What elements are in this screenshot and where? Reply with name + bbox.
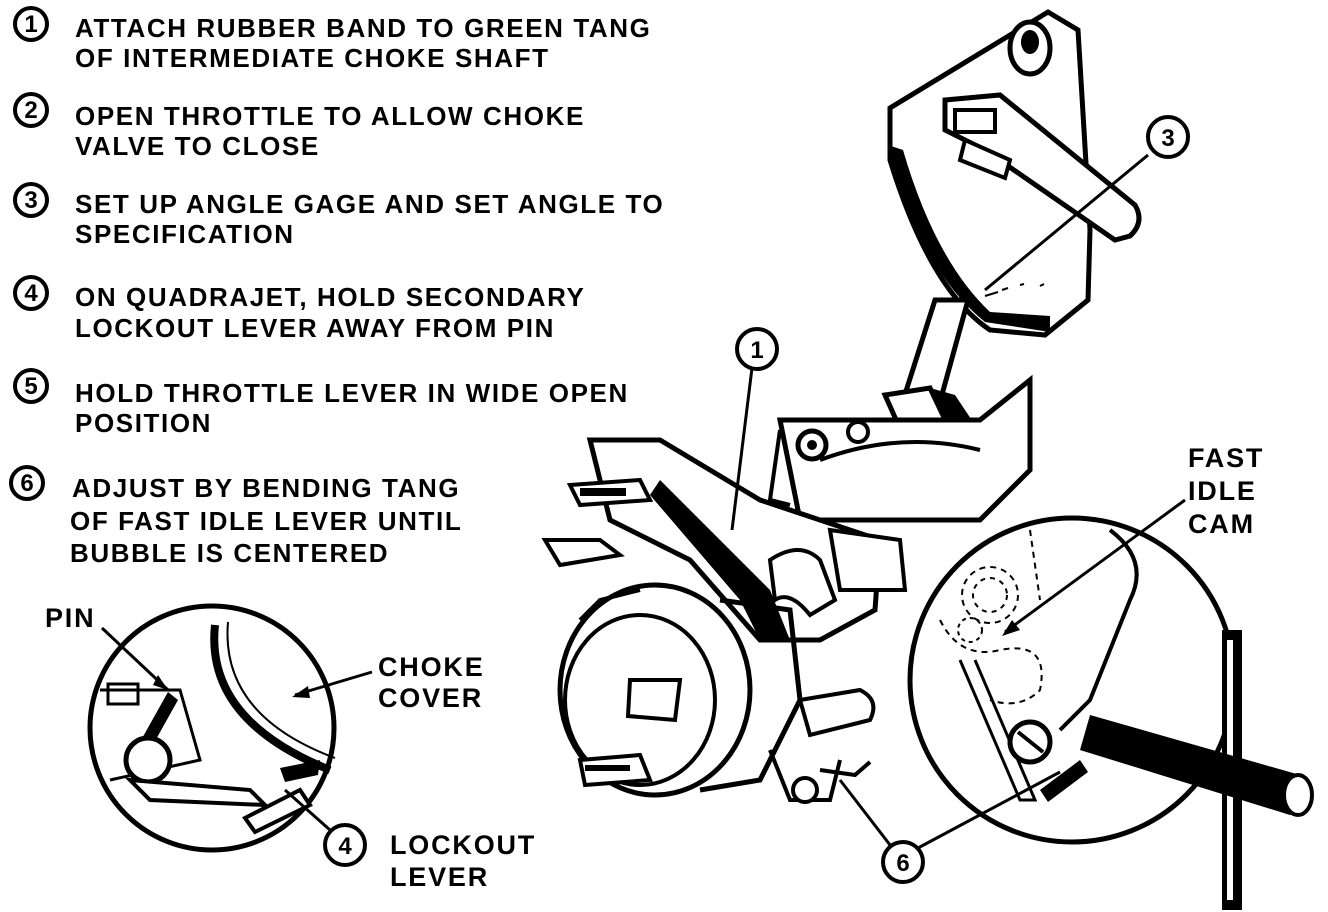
- step-3: 3 SET UP ANGLE GAGE AND SET ANGLE TO SPE…: [13, 182, 664, 249]
- label-fast-idle-cam-line-1: FAST: [1188, 443, 1264, 473]
- callout-circle: [1146, 115, 1190, 159]
- step-5: 5 HOLD THROTTLE LEVER IN WIDE OPEN POSIT…: [13, 368, 629, 438]
- label-pin: PIN: [45, 603, 95, 633]
- fast-idle-detail-view: [907, 515, 1237, 845]
- step-number: 5: [24, 373, 37, 400]
- step-list: 1 ATTACH RUBBER BAND TO GREEN TANG OF IN…: [9, 6, 664, 568]
- pin: [140, 692, 178, 750]
- step-number-circle: [13, 6, 49, 42]
- step-text-line-2: VALVE TO CLOSE: [75, 131, 320, 161]
- callout-circle: [735, 327, 779, 371]
- tool-shaft: [1080, 715, 1311, 815]
- step-number-circle: [13, 275, 49, 311]
- step-number: 4: [24, 280, 38, 307]
- step-number: 1: [24, 11, 37, 38]
- callout-number: 3: [1161, 125, 1174, 152]
- step-text-line-1: OPEN THROTTLE TO ALLOW CHOKE: [75, 101, 585, 131]
- throttle-tab: [541, 538, 625, 568]
- step-number-circle: [13, 92, 49, 128]
- step-text-line-2: POSITION: [75, 408, 212, 438]
- step-number: 3: [24, 187, 37, 214]
- step-4: 4 ON QUADRAJET, HOLD SECONDARY LOCKOUT L…: [13, 275, 585, 343]
- lockout-detail-view: [87, 603, 337, 853]
- gage-knob-center: [1021, 30, 1039, 54]
- callout-leader: [917, 770, 1061, 850]
- lockout-lever: [242, 787, 313, 835]
- step-text-line-2: OF FAST IDLE LEVER UNTIL: [70, 506, 462, 536]
- callout-circle: [323, 823, 367, 867]
- callout-leader: [838, 779, 892, 846]
- step-text-line-1: SET UP ANGLE GAGE AND SET ANGLE TO: [75, 189, 664, 219]
- gage-bubble-vial: [953, 108, 997, 134]
- callout-number: 4: [338, 833, 352, 860]
- step-number: 2: [24, 97, 37, 124]
- callout-gage: 3: [984, 115, 1190, 292]
- gage-clip: [957, 137, 1013, 181]
- fast-idle-tang: [1040, 760, 1088, 802]
- step-1: 1 ATTACH RUBBER BAND TO GREEN TANG OF IN…: [13, 6, 651, 73]
- choke-housing: [557, 582, 803, 798]
- label-lockout-lever-line-2: LEVER: [390, 862, 489, 892]
- callout-number: 1: [750, 337, 763, 364]
- step-text-line-1: HOLD THROTTLE LEVER IN WIDE OPEN: [75, 378, 629, 408]
- callout-number: 6: [896, 850, 909, 877]
- step-number-circle: [13, 182, 49, 218]
- fast-idle-cam: [1058, 528, 1139, 732]
- fast-idle-cam-leader: [1004, 498, 1186, 634]
- step-number-circle: [9, 465, 45, 501]
- label-choke-cover-line-1: CHOKE: [378, 652, 485, 682]
- gage-scale: [984, 283, 1045, 297]
- fast-idle-lever-tang: [819, 760, 872, 778]
- pin-arrowhead: [153, 675, 168, 690]
- throttle-shaft: [797, 687, 876, 738]
- angle-gage: [881, 9, 1142, 443]
- step-text-line-1: ON QUADRAJET, HOLD SECONDARY: [75, 282, 585, 312]
- step-text-line-3: BUBBLE IS CENTERED: [70, 538, 389, 568]
- step-2: 2 OPEN THROTTLE TO ALLOW CHOKE VALVE TO …: [13, 92, 585, 161]
- step-text-line-2: LOCKOUT LEVER AWAY FROM PIN: [75, 313, 555, 343]
- label-fast-idle-cam-line-3: CAM: [1188, 509, 1255, 539]
- intermediate-choke-lever: [767, 548, 838, 618]
- detail-circle: [907, 515, 1237, 845]
- choke-cover-strap: [625, 678, 683, 723]
- callout-leader: [984, 153, 1149, 292]
- callout-circle: [881, 840, 925, 884]
- label-fast-idle-cam-line-2: IDLE: [1188, 476, 1257, 506]
- bending-tool: [1080, 630, 1314, 910]
- lockout-pivot: [123, 735, 173, 785]
- callout-tang: 6: [838, 770, 1061, 884]
- label-lockout-lever-line-1: LOCKOUT: [390, 830, 536, 860]
- fast-idle-cam-arrowhead: [1002, 620, 1020, 636]
- callout-leader: [284, 788, 331, 832]
- carburetor: [541, 374, 1033, 804]
- choke-cover-arrowhead: [292, 686, 310, 698]
- step-6: 6 ADJUST BY BENDING TANG OF FAST IDLE LE…: [9, 465, 462, 568]
- step-text-line-2: OF INTERMEDIATE CHOKE SHAFT: [75, 43, 550, 73]
- step-text-line-1: ADJUST BY BENDING TANG: [72, 473, 460, 503]
- callout-rubber-band: 1: [730, 327, 779, 531]
- callout-lockout: 4: [284, 788, 367, 867]
- step-number: 6: [20, 470, 33, 497]
- gage-shaded-edge: [888, 145, 1050, 332]
- callout-leader: [730, 367, 754, 531]
- choke-cover-arc: [210, 624, 332, 774]
- label-choke-cover-line-2: COVER: [378, 683, 483, 713]
- step-number-circle: [13, 368, 49, 404]
- rubber-band: [650, 480, 790, 640]
- step-text-line-1: ATTACH RUBBER BAND TO GREEN TANG: [75, 13, 651, 43]
- step-text-line-2: SPECIFICATION: [75, 219, 295, 249]
